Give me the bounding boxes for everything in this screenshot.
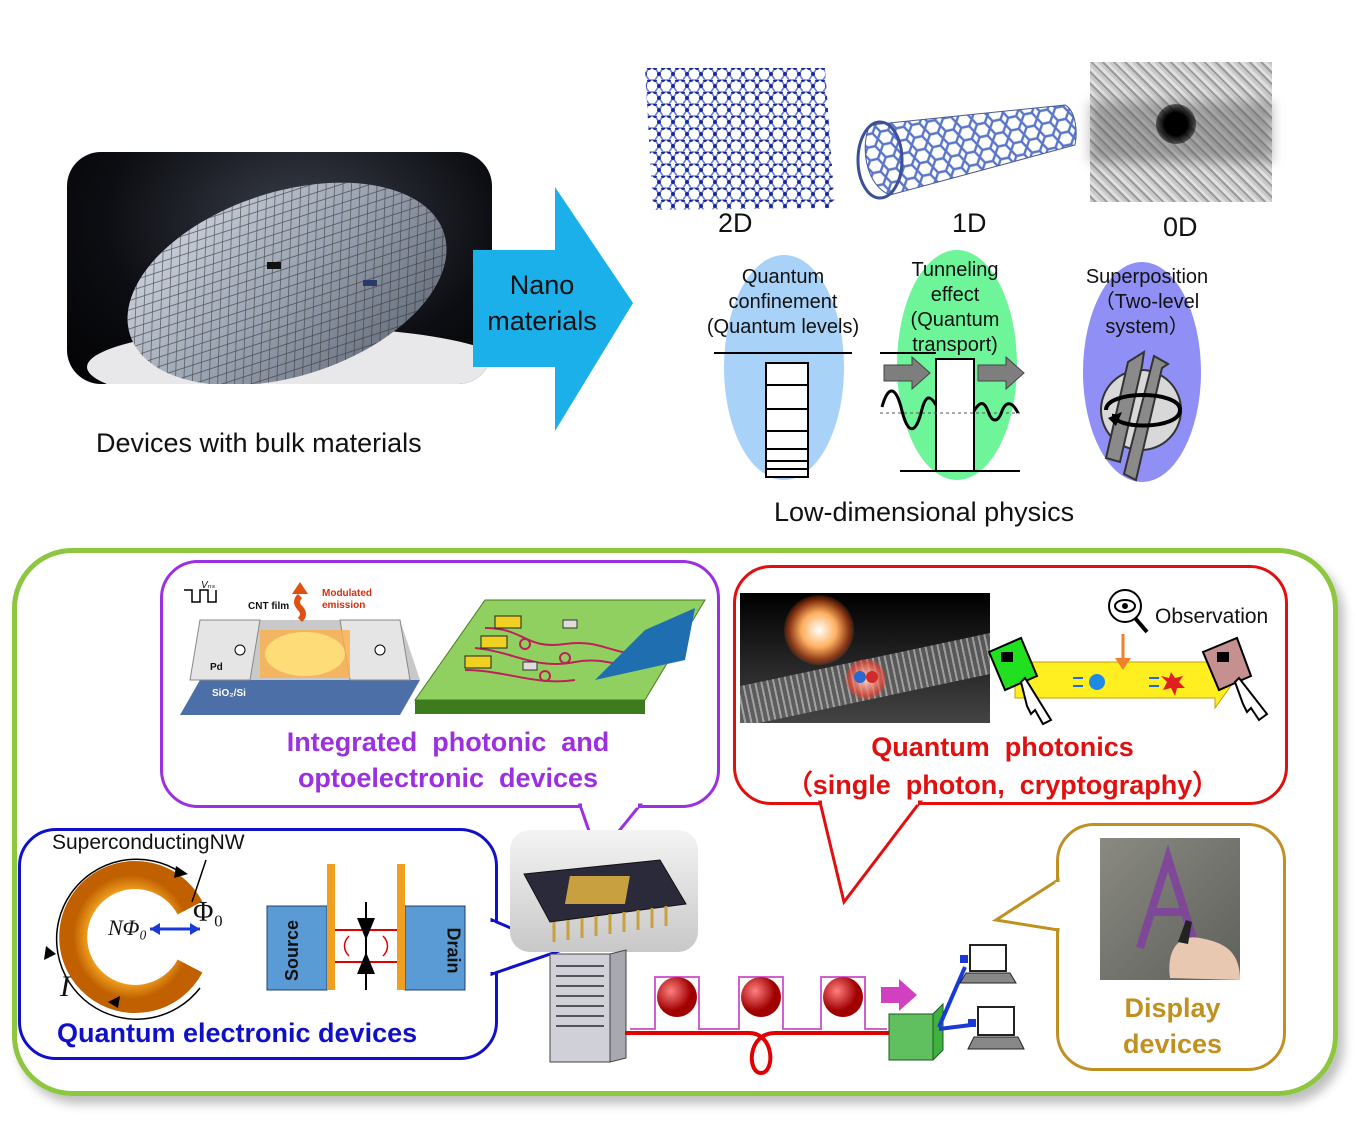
- low-dim-caption: Low-dimensional physics: [774, 497, 1075, 527]
- drain-label: Drain: [443, 927, 464, 974]
- single-photon-nanotube-image: [740, 593, 990, 723]
- quantum-photonics-callout-tail: [818, 799, 924, 906]
- dim-label-0d: 0D: [1163, 212, 1198, 242]
- superposition-label: Superposition （Two-level system）: [1085, 266, 1209, 338]
- graphene-sheet: [645, 68, 835, 210]
- observation-label: Observation: [1155, 605, 1269, 628]
- carbon-nanotube: [856, 104, 1077, 200]
- flux-inner-label: NΦ₀: [108, 915, 148, 940]
- computer-icon: [959, 944, 1017, 984]
- dim-label-2d: 2D: [718, 208, 753, 238]
- label-pd: Pd: [210, 662, 223, 673]
- current-symbol: I: [60, 970, 70, 1003]
- electronic-title: Quantum electronic devices: [57, 1018, 418, 1048]
- spin-superposition-icon: [1100, 350, 1183, 482]
- quantum-well-icon: [714, 352, 852, 478]
- confinement-label: Quantum confinement (Quantum levels): [706, 266, 860, 338]
- server-icon: [549, 949, 627, 1063]
- quantum-cryptography-keys: [987, 634, 1269, 726]
- label-cnt-film: CNT film: [248, 601, 290, 612]
- network-links: [937, 966, 972, 1031]
- label-modulated-emission: Modulated emission: [322, 588, 372, 611]
- superconducting-ring-icon: [44, 858, 207, 1020]
- wafer-image: [67, 152, 492, 384]
- touch-display-image: [1100, 838, 1240, 980]
- applications-frame: [12, 548, 1338, 1096]
- tunneling-label: Tunneling effect (Quantum transport): [910, 259, 1000, 356]
- photonic-circuit-board: [414, 599, 706, 714]
- single-photon-pulses: [625, 976, 917, 1076]
- nano-arrow-icon: [473, 187, 633, 431]
- key-icon: [987, 636, 1053, 726]
- arrow-label: Nano materials: [487, 270, 597, 336]
- source-drain-transistor-icon: [266, 864, 466, 991]
- chip-image: [510, 830, 698, 952]
- computer-icon: [967, 1006, 1025, 1050]
- wafer-caption: Devices with bulk materials: [96, 428, 422, 458]
- display-title: Display devices: [1122, 993, 1223, 1059]
- source-label: Source: [282, 919, 303, 982]
- cnt-emitter-device: [180, 582, 420, 715]
- display-callout-tail: [991, 877, 1061, 932]
- flux-outer-label: Φ₀: [193, 897, 224, 928]
- quantum-photonics-title: Quantum photonics （single photon, crypto…: [785, 732, 1220, 800]
- photonic-title: Integrated photonic and optoelectronic d…: [286, 727, 610, 793]
- superconducting-label: SuperconductingNW: [52, 831, 245, 854]
- receiver-box-icon: [888, 1002, 944, 1061]
- quantum-dot-image: [1090, 62, 1272, 202]
- key-icon: [1201, 636, 1269, 722]
- eye-icon: [1108, 589, 1149, 634]
- label-substrate: SiO₂/Si: [212, 688, 246, 699]
- tunneling-barrier-icon: [880, 352, 1025, 472]
- dim-label-1d: 1D: [952, 208, 987, 238]
- label-vds: Vₙₛ: [201, 580, 216, 591]
